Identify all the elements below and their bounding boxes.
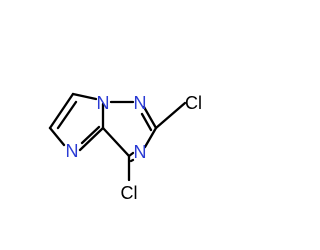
bond-c3-cl	[154, 101, 187, 130]
bond-n8-c4a	[78, 126, 105, 152]
atom-labels: N N N N Cl Cl	[66, 93, 203, 203]
structure-diagram: N N N N Cl Cl	[48, 92, 203, 203]
atom-n-triazine-upper: N	[134, 93, 147, 113]
bond-n1-c7	[71, 92, 98, 101]
atom-cl-bottom: Cl	[121, 183, 138, 203]
bond-n2-c3-inner	[140, 112, 153, 132]
bond-n2-c3	[142, 105, 158, 130]
bond-c3-n4	[143, 126, 158, 149]
atom-n-triazine-right: N	[134, 142, 147, 162]
bond-n8-c4a-inner	[80, 125, 101, 145]
atom-n-imidazole: N	[66, 141, 79, 161]
bond-c7-c6	[48, 92, 75, 130]
bonds	[48, 92, 187, 182]
bond-c6-n8	[48, 126, 66, 147]
atom-cl-top: Cl	[185, 93, 202, 113]
atom-n-bridge: N	[97, 93, 110, 113]
bond-c7-c6-inner	[56, 100, 78, 130]
bond-c5-c4a	[101, 126, 131, 158]
bond-n4-c5-inner	[129, 158, 135, 163]
